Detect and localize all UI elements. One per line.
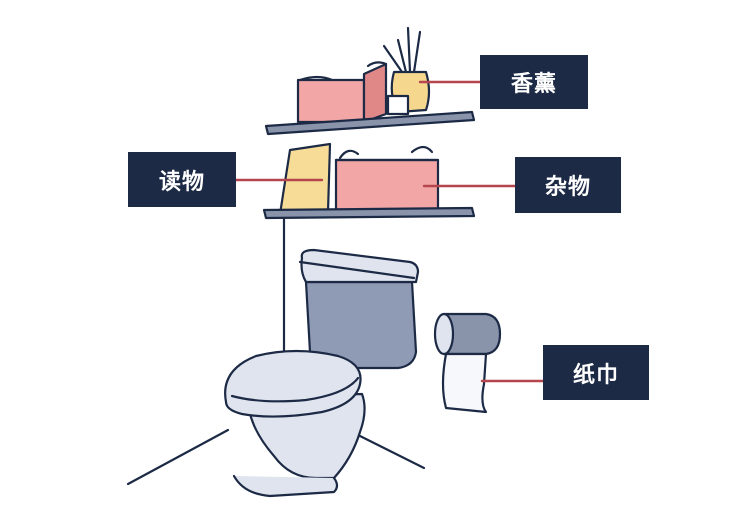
label-reading: 读物 — [128, 152, 236, 207]
top-shelf — [264, 110, 476, 136]
pink-basket-top — [296, 61, 388, 124]
vase-with-twigs — [382, 26, 431, 116]
pink-basket-middle — [334, 145, 440, 214]
toilet — [224, 248, 420, 498]
label-misc: 杂物 — [515, 157, 621, 213]
middle-shelf — [262, 206, 476, 220]
toilet-paper-roll — [433, 312, 502, 414]
label-fragrance: 香薰 — [480, 55, 588, 109]
floor-lines — [126, 428, 426, 486]
label-tissue: 纸巾 — [543, 345, 649, 400]
